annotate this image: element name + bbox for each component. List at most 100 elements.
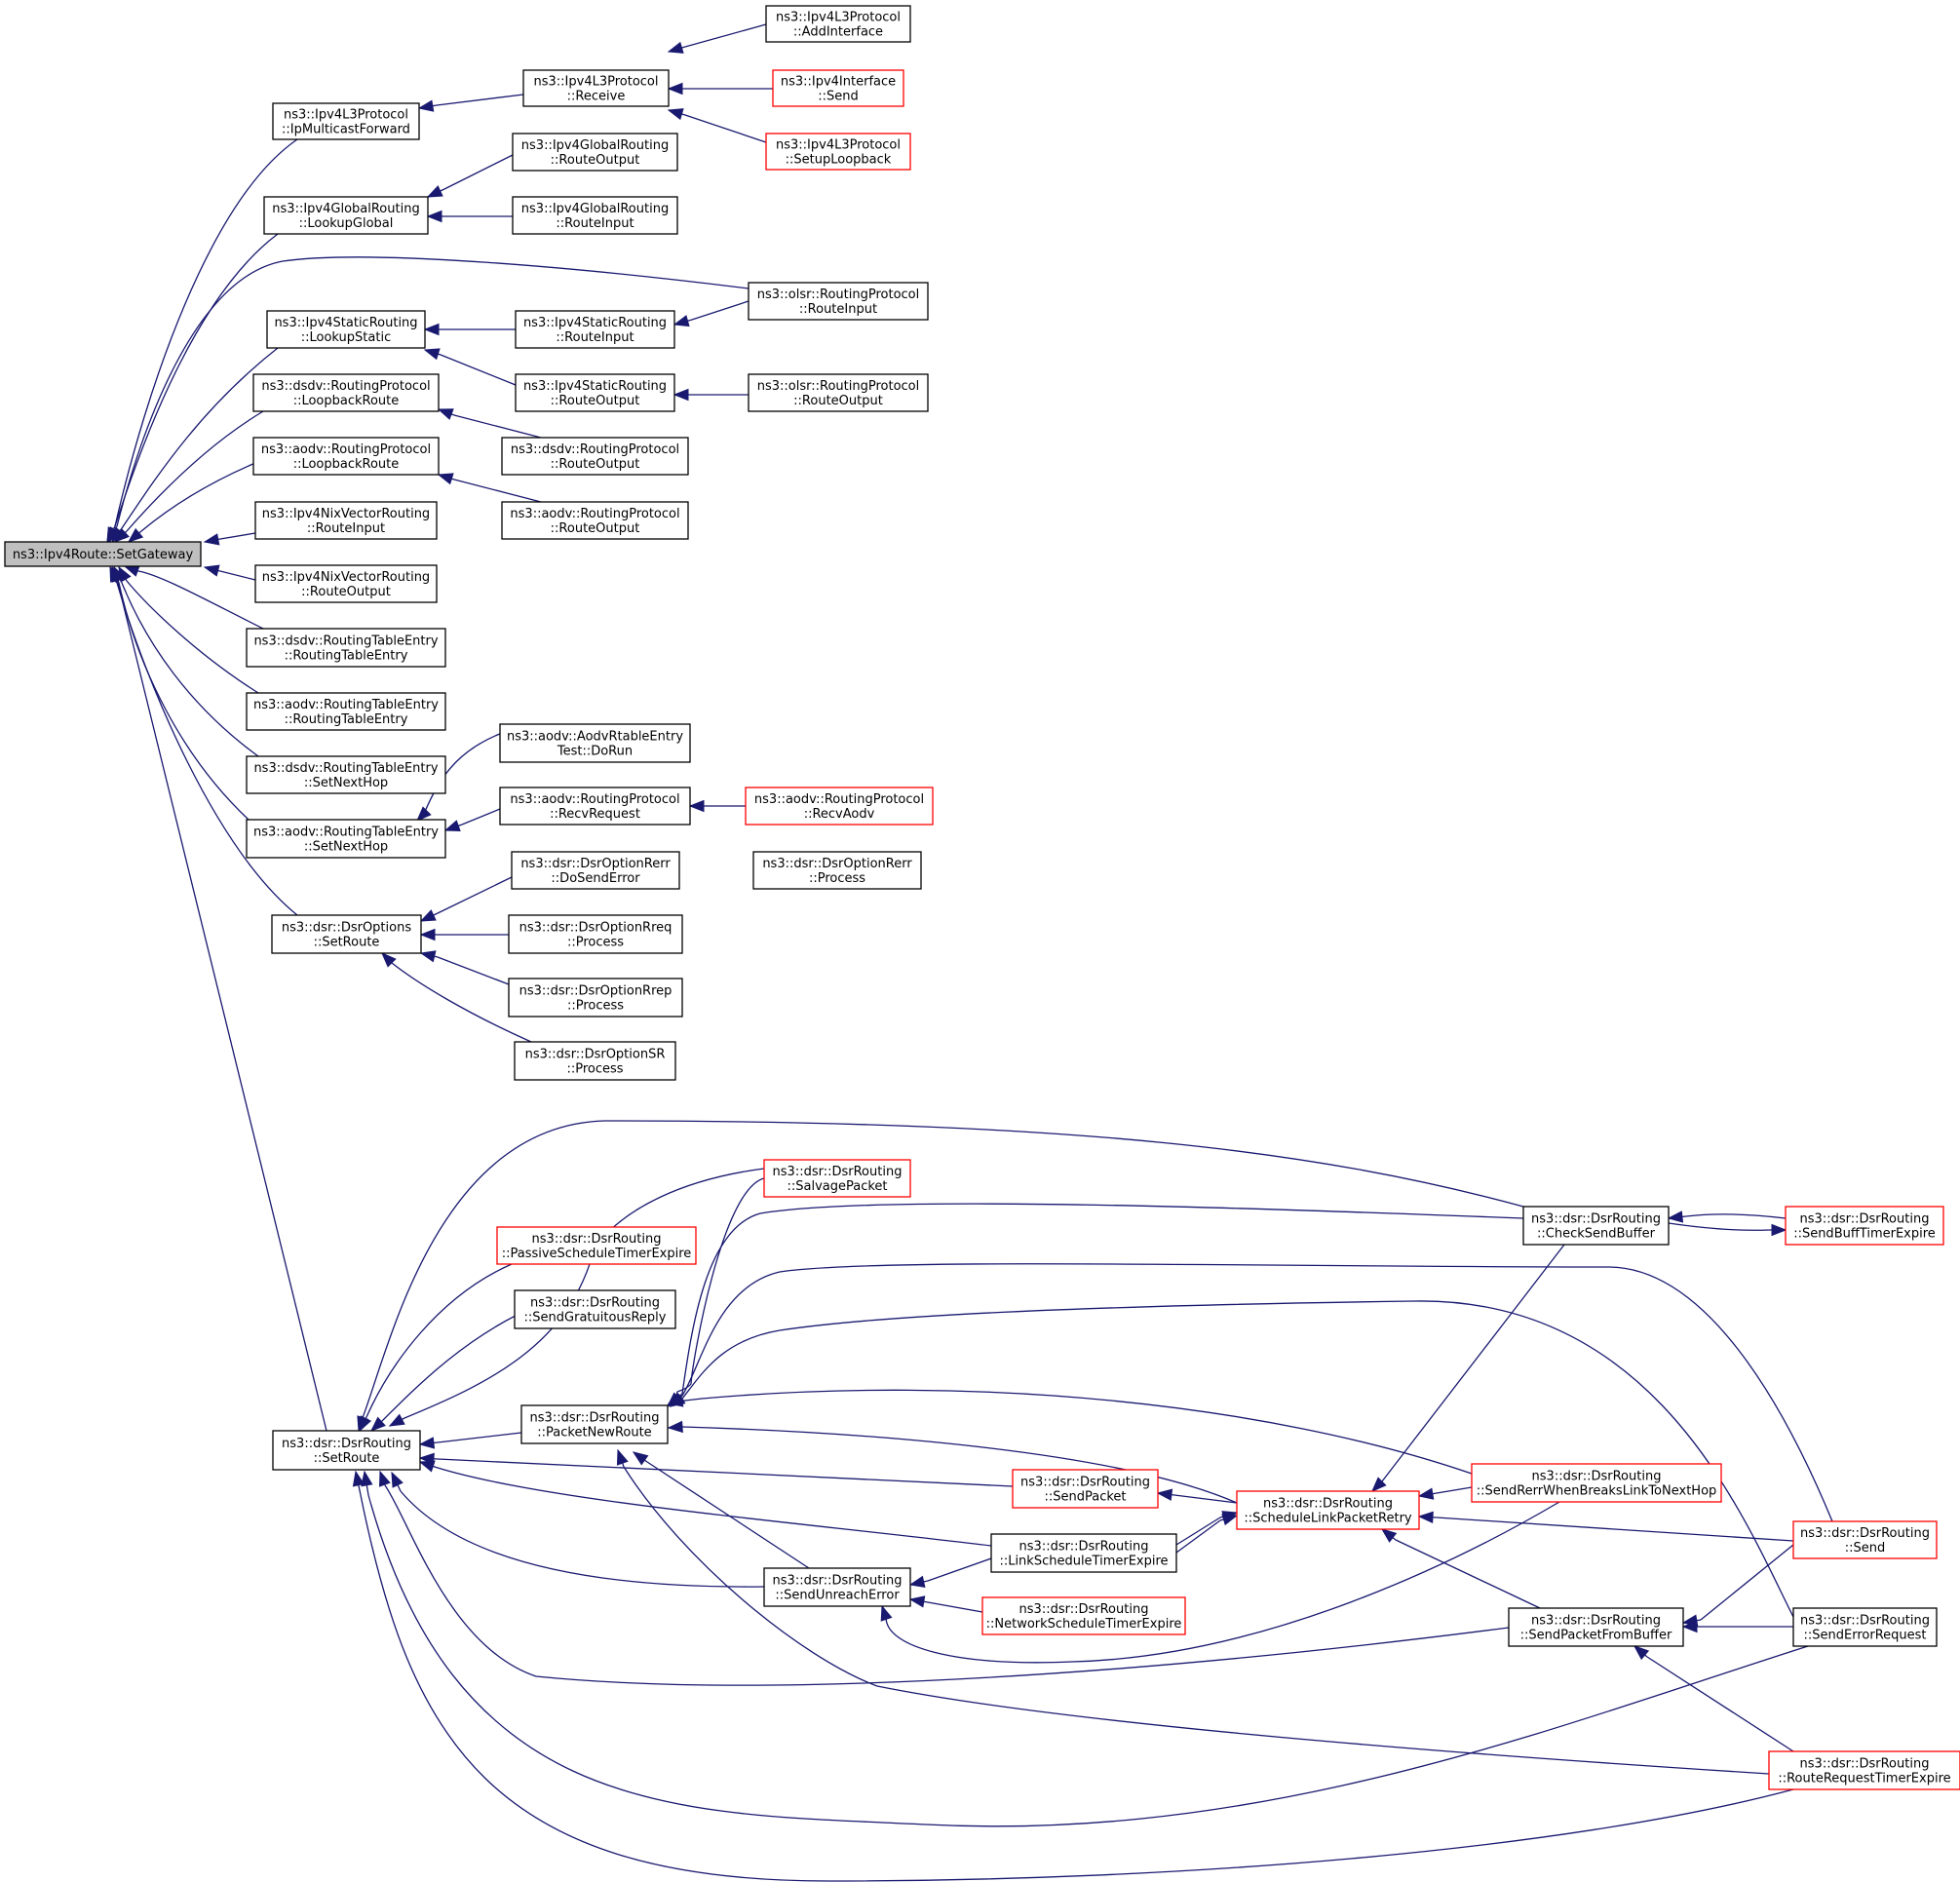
node-nixri[interactable]: ns3::Ipv4NixVectorRouting::RouteInput (254, 501, 438, 540)
node-aodvnh[interactable]: ns3::aodv::RoutingTableEntry::SetNextHop (246, 819, 446, 859)
edge-line (681, 1426, 1238, 1504)
node-aodvlb[interactable]: ns3::aodv::RoutingProtocol::LoopbackRout… (252, 437, 440, 476)
node-rerrsend[interactable]: ns3::dsr::DsrOptionRerr::DoSendError (511, 851, 680, 890)
node-label-line: ::Send (1845, 1541, 1886, 1556)
node-dsdvro[interactable]: ns3::dsdv::RoutingProtocol::RouteOutput (501, 437, 689, 476)
node-olsrri[interactable]: ns3::olsr::RoutingProtocol::RouteInput (748, 282, 929, 321)
node-label-line: ns3::Ipv4L3Protocol (284, 108, 408, 123)
edge-line (440, 354, 517, 386)
arrowhead-icon (418, 1460, 436, 1473)
edge-ifsend-to-recv (667, 82, 773, 96)
node-slpr[interactable]: ns3::dsr::DsrRouting::ScheduleLinkPacket… (1236, 1490, 1420, 1530)
node-label-line: ns3::Ipv4L3Protocol (776, 138, 901, 153)
node-label-line: ns3::dsr::DsrOptionSR (525, 1048, 666, 1062)
node-dsrsend[interactable]: ns3::dsr::DsrRouting::Send (1792, 1520, 1938, 1559)
arrowhead-icon (437, 408, 454, 420)
node-checksb[interactable]: ns3::dsr::DsrRouting::CheckSendBuffer (1522, 1206, 1670, 1246)
node-label-line: ::RouteOutput (551, 457, 640, 472)
node-aodvrte[interactable]: ns3::aodv::RoutingTableEntry::RoutingTab… (246, 692, 446, 731)
node-label-line: ::NetworkScheduleTimerExpire (986, 1617, 1182, 1632)
node-dsdvrte[interactable]: ns3::dsdv::RoutingTableEntry::RoutingTab… (246, 628, 446, 668)
node-sendpkt[interactable]: ns3::dsr::DsrRouting::SendPacket (1012, 1469, 1159, 1509)
node-ifsend[interactable]: ns3::Ipv4Interface::Send (772, 69, 904, 107)
node-label-line: ::SendUnreachError (775, 1589, 900, 1603)
node-optsr[interactable]: ns3::dsr::DsrOptions::SetRoute (271, 914, 422, 954)
edge-lglobal-to-root (106, 233, 279, 544)
node-label-line: ns3::dsr::DsrRouting (1019, 1540, 1149, 1555)
node-box (252, 437, 440, 476)
node-box (515, 373, 675, 412)
node-label-line: ns3::dsr::DsrOptionRrep (519, 984, 673, 999)
node-srproc[interactable]: ns3::dsr::DsrOptionSR::Process (514, 1041, 676, 1081)
arrowhead-icon (352, 1470, 365, 1487)
node-nste[interactable]: ns3::dsr::DsrRouting::NetworkScheduleTim… (981, 1596, 1186, 1635)
edge-rrte-to-pnr (616, 1448, 1770, 1775)
node-label-line: ::SetRoute (314, 1451, 380, 1466)
node-lste[interactable]: ns3::dsr::DsrRouting::LinkScheduleTimerE… (990, 1533, 1177, 1573)
edge-aodvrreq-to-aodvnh (443, 808, 501, 832)
node-lglobal[interactable]: ns3::Ipv4GlobalRouting::LookupGlobal (263, 196, 429, 235)
edge-dsdvro-to-dsdvlb (437, 408, 542, 439)
edge-pnr-to-dsrsr (418, 1432, 522, 1449)
arrowhead-icon (437, 473, 454, 485)
node-label-line: ::SalvagePacket (787, 1179, 887, 1194)
node-label-line: ns3::aodv::RoutingProtocol (510, 792, 679, 807)
node-pnr[interactable]: ns3::dsr::DsrRouting::PacketNewRoute (520, 1404, 669, 1444)
node-box (748, 282, 929, 321)
node-box (514, 1289, 676, 1329)
node-label-line: ns3::dsr::DsrRouting (1532, 1470, 1662, 1484)
edge-line (1175, 1519, 1221, 1554)
node-gro[interactable]: ns3::Ipv4GlobalRouting::RouteOutput (512, 133, 678, 172)
node-spfb[interactable]: ns3::dsr::DsrRouting::SendPacketFromBuff… (1508, 1607, 1684, 1647)
edge-slpr-to-sendpkt (1156, 1488, 1238, 1504)
node-sro[interactable]: ns3::Ipv4StaticRouting::RouteOutput (515, 373, 675, 412)
node-setuplb[interactable]: ns3::Ipv4L3Protocol::SetupLoopback (765, 133, 911, 171)
node-recv[interactable]: ns3::Ipv4L3Protocol::Receive (522, 69, 670, 107)
node-label-line: ::RouteOutput (301, 585, 391, 599)
edge-nste-to-sue (908, 1595, 983, 1613)
node-aodvro[interactable]: ns3::aodv::RoutingProtocol::RouteOutput (501, 501, 689, 540)
arrowhead-icon (416, 806, 432, 822)
node-gri[interactable]: ns3::Ipv4GlobalRouting::RouteInput (512, 196, 678, 235)
node-aodvrecv[interactable]: ns3::aodv::RoutingProtocol::RecvAodv (745, 787, 934, 826)
node-sri[interactable]: ns3::Ipv4StaticRouting::RouteInput (515, 310, 675, 349)
node-olsrro[interactable]: ns3::olsr::RoutingProtocol::RouteOutput (748, 373, 929, 412)
node-rerrproc[interactable]: ns3::dsr::DsrOptionRerr::Process (752, 851, 922, 890)
node-srwb[interactable]: ns3::dsr::DsrRouting::SendRerrWhenBreaks… (1471, 1463, 1722, 1503)
node-aodvrreq[interactable]: ns3::aodv::RoutingProtocol::RecvRequest (499, 787, 691, 826)
node-lstatic[interactable]: ns3::Ipv4StaticRouting::LookupStatic (266, 310, 426, 349)
edge-line (126, 580, 259, 694)
edge-dsdvrte-to-root (123, 565, 264, 630)
node-box (1768, 1750, 1960, 1790)
node-rrepproc[interactable]: ns3::dsr::DsrOptionRrep::Process (508, 978, 683, 1018)
node-label-line: ns3::Ipv4StaticRouting (523, 379, 667, 394)
node-rrte[interactable]: ns3::dsr::DsrRouting::RouteRequestTimerE… (1768, 1750, 1960, 1790)
node-rreqproc[interactable]: ns3::dsr::DsrOptionRreq::Process (508, 914, 683, 954)
arrowhead-icon (1417, 1487, 1435, 1500)
arrowhead-icon (673, 388, 689, 402)
node-box (512, 133, 678, 172)
edge-lste-to-sue (908, 1557, 992, 1588)
node-label-line: ::RouteInput (556, 216, 634, 231)
node-box (511, 851, 680, 890)
arrowhead-icon (369, 1416, 386, 1432)
node-sue[interactable]: ns3::dsr::DsrRouting::SendUnreachError (763, 1567, 911, 1607)
node-label-line: ns3::Ipv4StaticRouting (274, 316, 417, 330)
node-salvage[interactable]: ns3::dsr::DsrRouting::SalvagePacket (763, 1159, 911, 1198)
node-root[interactable]: ns3::Ipv4Route::SetGateway (4, 541, 202, 567)
node-dsrsr[interactable]: ns3::dsr::DsrRouting::SetRoute (272, 1430, 421, 1471)
node-nixro[interactable]: ns3::Ipv4NixVectorRouting::RouteOutput (254, 564, 438, 603)
node-dsdvlb[interactable]: ns3::dsdv::RoutingProtocol::LoopbackRout… (252, 373, 440, 412)
node-passive[interactable]: ns3::dsr::DsrRouting::PassiveScheduleTim… (496, 1226, 697, 1265)
node-ser[interactable]: ns3::dsr::DsrRouting::SendErrorRequest (1792, 1607, 1938, 1647)
node-addif[interactable]: ns3::Ipv4L3Protocol::AddInterface (765, 5, 911, 43)
node-dsdvnh[interactable]: ns3::dsdv::RoutingTableEntry::SetNextHop (246, 755, 446, 794)
node-sbte[interactable]: ns3::dsr::DsrRouting::SendBuffTimerExpir… (1785, 1206, 1944, 1246)
arrowhead-icon (880, 1604, 893, 1622)
node-box (246, 692, 446, 731)
node-ipmf[interactable]: ns3::Ipv4L3Protocol::IpMulticastForward (272, 102, 420, 140)
node-gratuit[interactable]: ns3::dsr::DsrRouting::SendGratuitousRepl… (514, 1289, 676, 1329)
node-label-line: ns3::Ipv4GlobalRouting (272, 202, 419, 216)
node-box (1508, 1607, 1684, 1647)
